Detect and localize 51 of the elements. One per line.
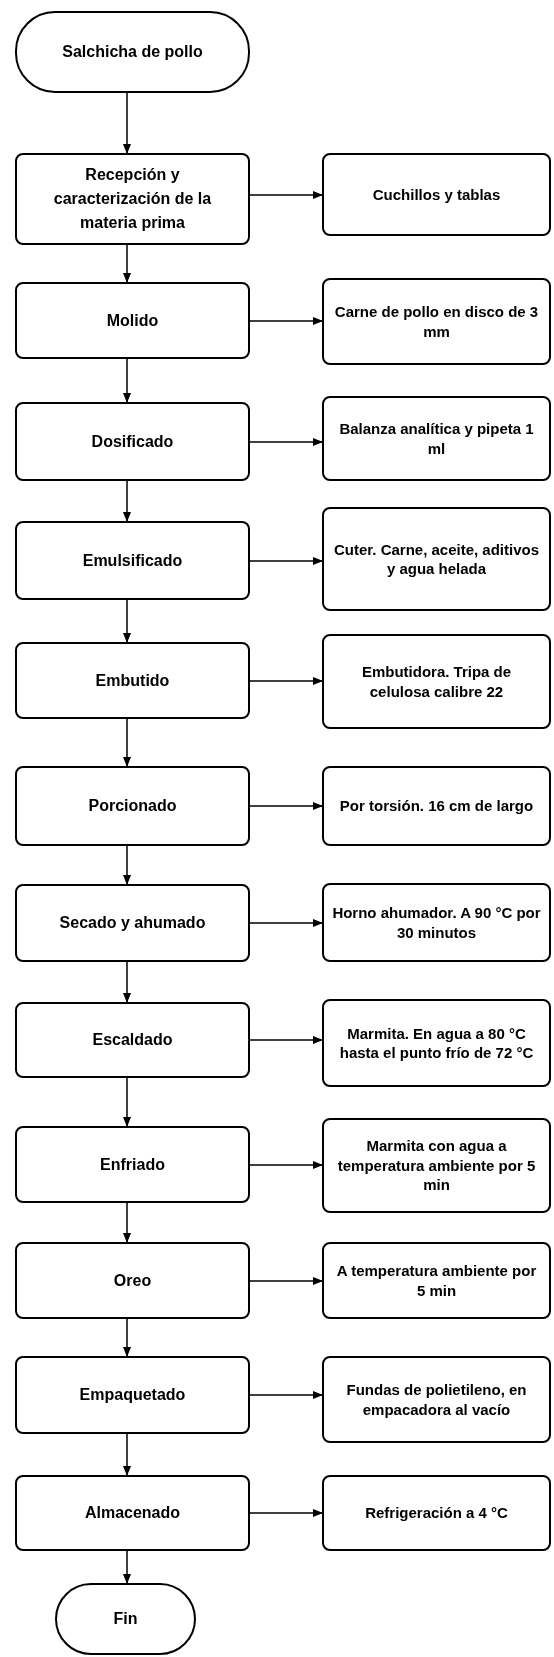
process-box: Porcionado (15, 766, 250, 846)
arrow (249, 1277, 323, 1285)
terminal-shape: Fin (55, 1583, 196, 1655)
process-box: Escaldado (15, 1002, 250, 1078)
arrow (123, 92, 131, 154)
note-box: A temperatura ambiente por 5 min (322, 1242, 551, 1319)
note-box: Horno ahumador. A 90 °C por 30 minutos (322, 883, 551, 962)
arrow (123, 244, 131, 283)
arrow (123, 1433, 131, 1476)
note-box: Balanza analítica y pipeta 1 ml (322, 396, 551, 481)
process-box: Secado y ahumado (15, 884, 250, 962)
arrow (249, 1509, 323, 1517)
arrow (249, 677, 323, 685)
arrow (249, 1161, 323, 1169)
arrow (249, 919, 323, 927)
arrow (123, 1550, 131, 1584)
arrow (123, 961, 131, 1003)
arrow (123, 1202, 131, 1243)
arrow (123, 718, 131, 767)
arrow (249, 191, 323, 199)
process-box: Molido (15, 282, 250, 359)
arrow (123, 358, 131, 403)
arrow (123, 1318, 131, 1357)
process-box: Embutido (15, 642, 250, 719)
arrow (123, 599, 131, 643)
process-box: Almacenado (15, 1475, 250, 1551)
arrow (249, 557, 323, 565)
arrow (123, 1077, 131, 1127)
note-box: Fundas de polietileno, en empacadora al vacío (322, 1356, 551, 1443)
note-box: Por torsión. 16 cm de largo (322, 766, 551, 846)
process-box: Dosificado (15, 402, 250, 481)
arrow (249, 317, 323, 325)
arrow (123, 480, 131, 522)
process-box: Oreo (15, 1242, 250, 1319)
arrow (123, 845, 131, 885)
terminal-shape: Salchicha de pollo (15, 11, 250, 93)
note-box: Marmita con agua a temperatura ambiente por 5 min (322, 1118, 551, 1213)
note-box: Refrigeración a 4 °C (322, 1475, 551, 1551)
process-box: Emulsificado (15, 521, 250, 600)
arrow (249, 1036, 323, 1044)
process-box: Enfriado (15, 1126, 250, 1203)
process-box: Recepción y caracterización de la materia prima (15, 153, 250, 245)
arrow (249, 1391, 323, 1399)
note-box: Marmita. En agua a 80 °C hasta el punto frío de 72 °C (322, 999, 551, 1087)
arrow (249, 438, 323, 446)
note-box: Embutidora. Tripa de celulosa calibre 22 (322, 634, 551, 729)
note-box: Carne de pollo en disco de 3 mm (322, 278, 551, 365)
note-box: Cuchillos y tablas (322, 153, 551, 236)
process-box: Empaquetado (15, 1356, 250, 1434)
note-box: Cuter. Carne, aceite, aditivos y agua helada (322, 507, 551, 611)
arrow (249, 802, 323, 810)
